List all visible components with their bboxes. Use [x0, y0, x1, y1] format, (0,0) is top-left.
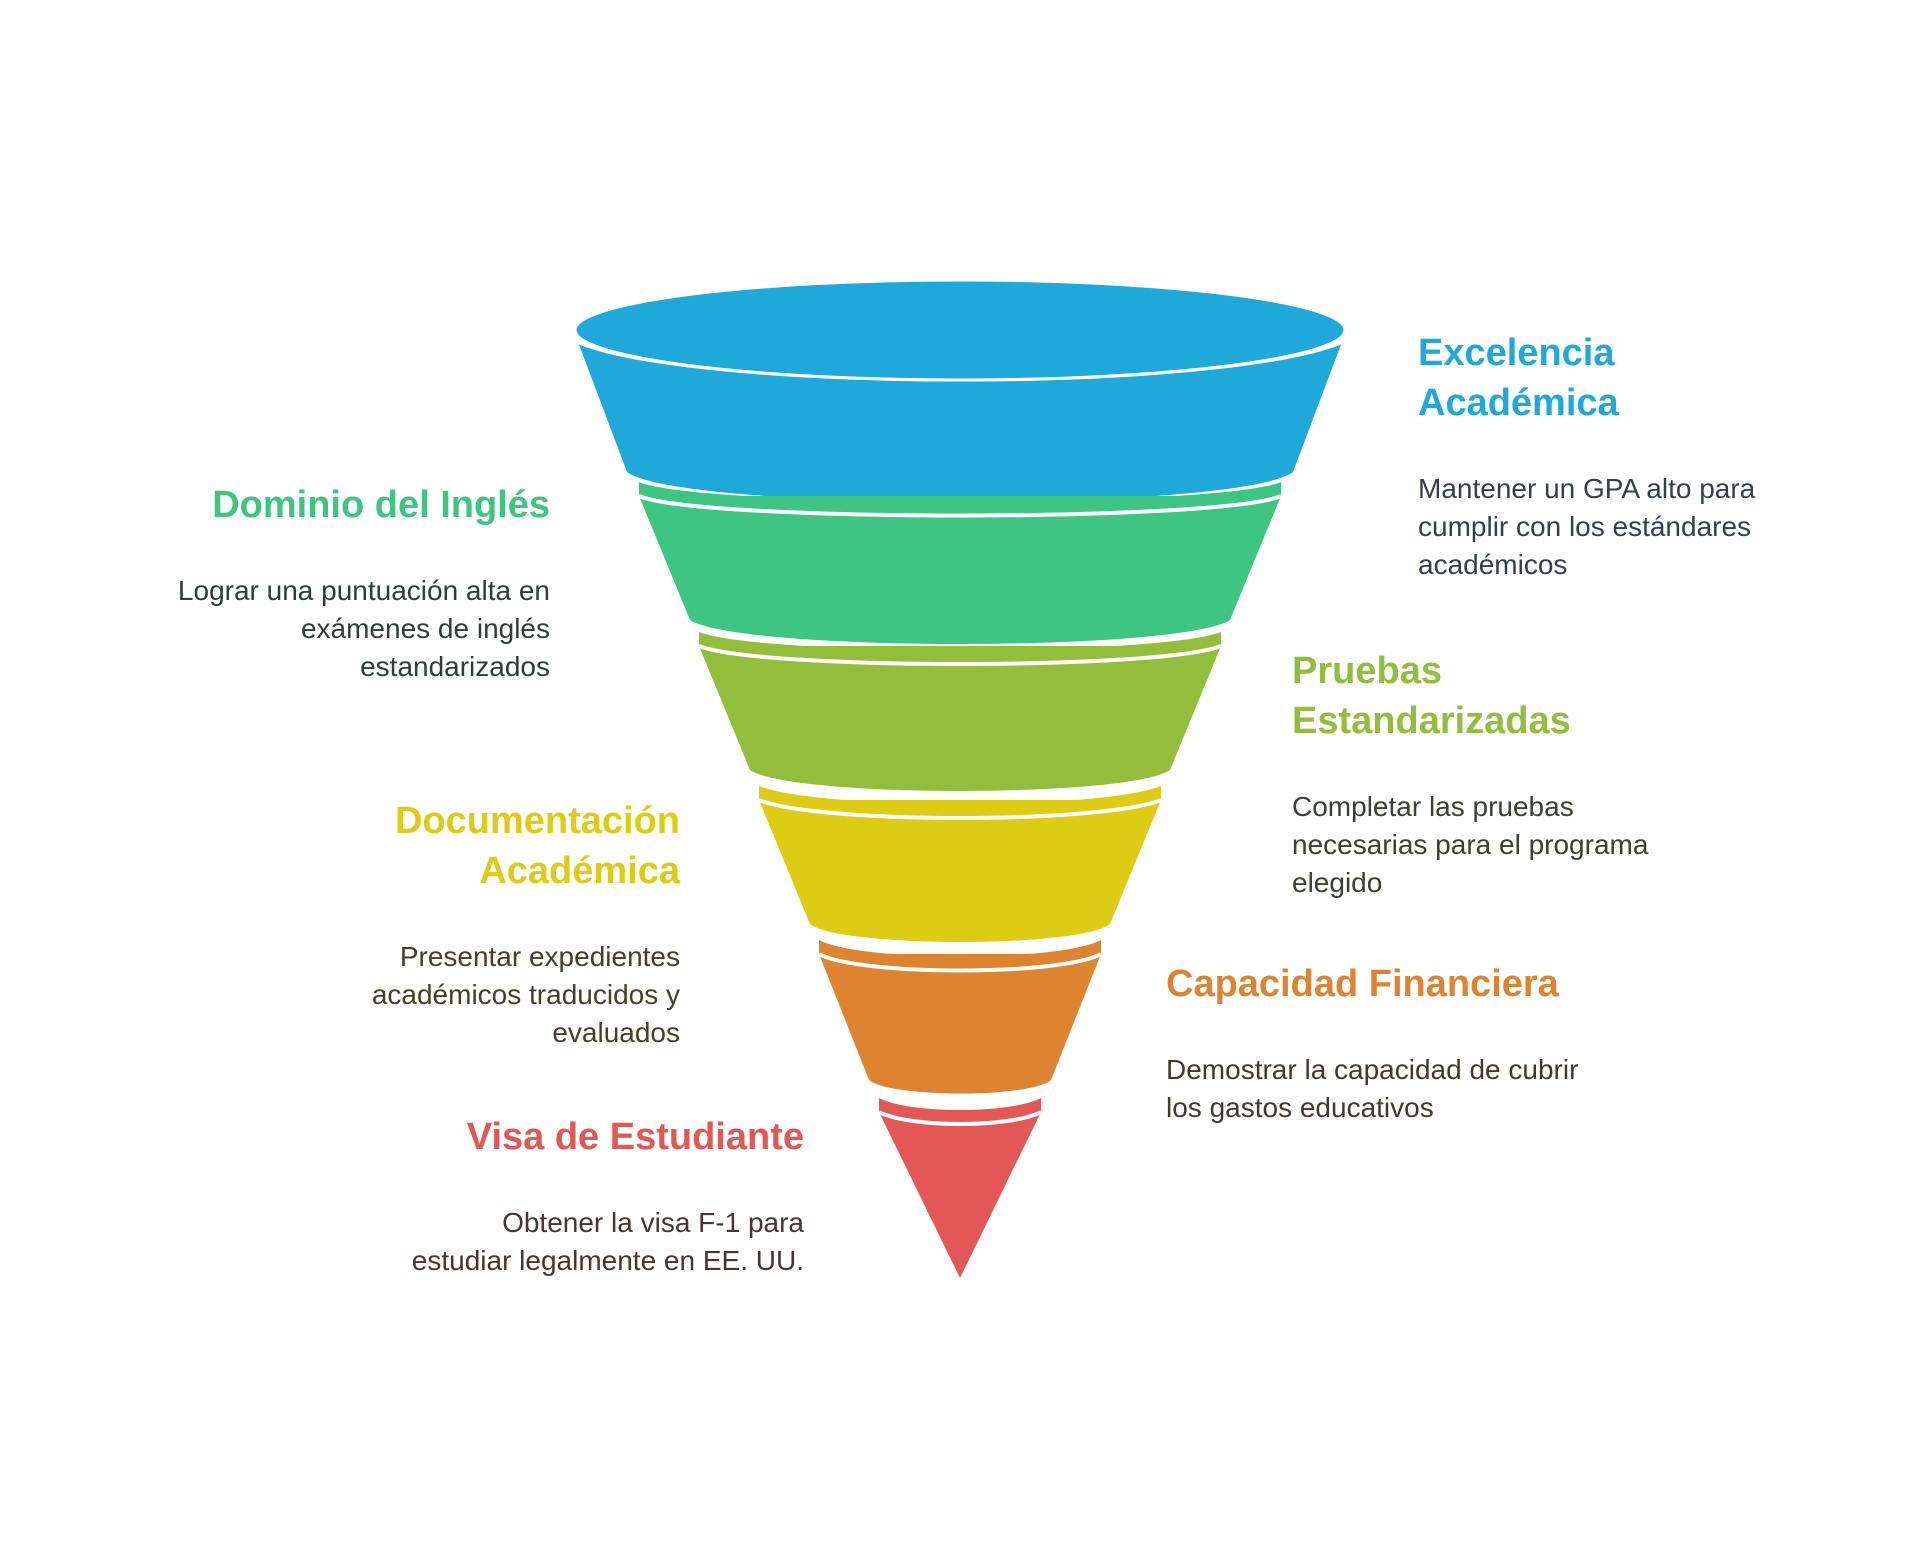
funnel-stage-5 [818, 940, 1102, 1094]
stage-description-4: Presentar expedientes académicos traduci… [371, 941, 680, 1048]
funnel-stage-3-collar [699, 632, 1221, 664]
stage-description-5: Demostrar la capacidad de cubrir los gas… [1166, 1054, 1579, 1123]
funnel-stage-6 [878, 1098, 1042, 1278]
stage-description-2: Lograr una puntuación alta en exámenes d… [177, 575, 550, 682]
stage-label-2: Dominio del Inglés Lograr una puntuación… [150, 480, 550, 686]
funnel-stage-3-body [699, 646, 1221, 791]
stage-title-1: Excelencia Académica [1418, 332, 1619, 424]
funnel-stage-4-body [759, 800, 1161, 942]
stage-description-3: Completar las pruebas necesarias para el… [1292, 791, 1649, 898]
funnel-stage-2-rim-highlight [638, 494, 1282, 518]
stage-label-4: Documentación Académica Presentar expedi… [320, 796, 680, 1052]
funnel-stage-6-rim-highlight [878, 1110, 1042, 1126]
stage-description-1: Mantener un GPA alto para cumplir con lo… [1418, 473, 1756, 580]
stage-title-2: Dominio del Inglés [212, 484, 550, 526]
funnel-stage-3 [698, 632, 1222, 791]
stage-label-1: Excelencia Académica Mantener un GPA alt… [1418, 328, 1818, 584]
funnel-stage-1-top [573, 278, 1347, 382]
funnel-stage-2 [638, 482, 1282, 644]
funnel-stage-6-body [879, 1112, 1041, 1278]
stage-description-6: Obtener la visa F-1 para estudiar legalm… [411, 1207, 804, 1276]
stage-title-3: Pruebas Estandarizadas [1292, 650, 1571, 742]
stage-label-6: Visa de Estudiante Obtener la visa F-1 p… [404, 1112, 804, 1280]
stage-title-6: Visa de Estudiante [466, 1116, 804, 1158]
funnel-stage-5-body [819, 954, 1101, 1094]
stage-title-5: Capacidad Financiera [1166, 963, 1559, 1005]
stage-title-4: Documentación Académica [394, 800, 680, 892]
funnel-stage-5-collar [819, 940, 1101, 971]
funnel-stage-4 [758, 786, 1162, 942]
funnel-stage-2-collar [639, 482, 1281, 516]
stage-label-3: Pruebas Estandarizadas Completar las pru… [1292, 646, 1652, 902]
funnel-stage-4-rim-highlight [758, 798, 1162, 820]
funnel-stage-5-rim-highlight [818, 952, 1102, 973]
funnel-stage-3-rim-highlight [698, 644, 1222, 666]
funnel-stage-1-body [578, 342, 1342, 502]
funnel-stage-4-collar [759, 786, 1161, 818]
stage-label-5: Capacidad Financiera Demostrar la capaci… [1166, 959, 1586, 1127]
funnel-stage-1 [573, 278, 1347, 502]
funnel-stage-2-body [639, 496, 1281, 644]
funnel-stage-6-collar [879, 1098, 1041, 1124]
